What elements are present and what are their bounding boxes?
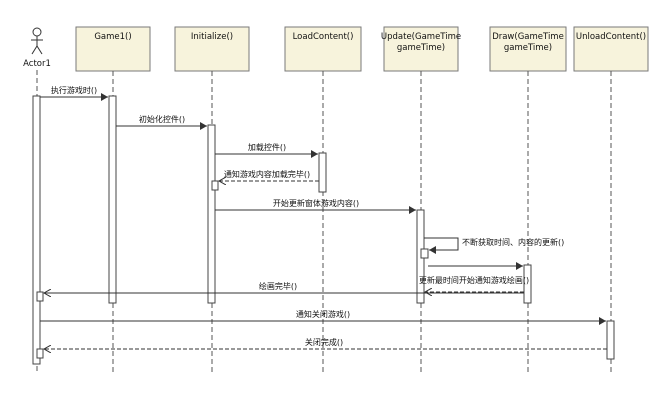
message-content-loaded[interactable]: 通知游戏内容加载完毕() (219, 169, 319, 181)
message-close-done-label: 关闭完成() (305, 337, 343, 347)
lifeline-unloadcontent[interactable]: UnloadContent() (573, 26, 649, 72)
lifeline-loadcontent[interactable]: LoadContent() (284, 26, 362, 72)
message-notify-draw[interactable]: 更新最时间开始通知游戏绘画() (419, 275, 529, 292)
message-init-controls[interactable]: 初始化控件() (116, 114, 207, 130)
lifeline-update-label-line2: gameTime) (397, 43, 445, 53)
update-nested-activation (420, 248, 429, 259)
loadcontent-activation (318, 152, 327, 193)
message-drawing-done[interactable]: 绘画完毕() (44, 281, 524, 293)
lifeline-loadcontent-box (284, 26, 362, 72)
message-self-update-label: 不断获取时间、内容的更新() (462, 237, 564, 247)
lifeline-game1-box (75, 26, 151, 72)
lifeline-initialize-label: Initialize() (191, 32, 233, 42)
message-start-update[interactable]: 开始更新窗体游戏内容() (215, 198, 416, 214)
draw-activation (523, 264, 532, 304)
lifeline-game1[interactable]: Game1() (75, 26, 151, 72)
message-execute-game[interactable]: 执行游戏时() (40, 85, 108, 101)
message-load-controls[interactable]: 加载控件() (215, 142, 318, 158)
actor-nested-activation-2 (36, 348, 44, 359)
lifeline-unloadcontent-label: UnloadContent() (576, 32, 646, 42)
unloadcontent-activation (606, 320, 615, 360)
lifeline-loadcontent-label: LoadContent() (293, 32, 354, 42)
message-load-controls-label: 加载控件() (248, 142, 286, 152)
message-close-game[interactable]: 通知关闭游戏() (40, 309, 606, 325)
initialize-activation (207, 124, 216, 304)
lifeline-draw-label-line2: gameTime) (504, 43, 552, 53)
lifeline-draw-label-line1: Draw(GameTime (492, 32, 564, 42)
message-close-game-label: 通知关闭游戏() (296, 309, 350, 319)
lifeline-update-label-line1: Update(GameTime (381, 32, 461, 42)
lifeline-update[interactable]: Update(GameTime gameTime) (381, 26, 461, 72)
message-self-update[interactable]: 不断获取时间、内容的更新() (424, 237, 564, 254)
message-content-loaded-label: 通知游戏内容加载完毕() (224, 169, 310, 179)
actor-leg-left (31, 45, 38, 55)
message-start-update-label: 开始更新窗体游戏内容() (273, 198, 359, 208)
actor-activation (32, 95, 41, 365)
message-execute-game-label: 执行游戏时() (51, 85, 97, 95)
lifeline-update-box (383, 26, 459, 72)
lifeline-draw-box (489, 26, 567, 72)
message-self-update-arrow (424, 237, 459, 254)
initialize-nested-activation (211, 180, 219, 191)
lifeline-game1-label: Game1() (94, 32, 131, 42)
lifeline-initialize[interactable]: Initialize() (174, 26, 250, 72)
actor-label: Actor1 (23, 59, 51, 69)
message-close-done[interactable]: 关闭完成() (44, 337, 607, 349)
actor-head-icon (32, 27, 42, 37)
message-init-controls-label: 初始化控件() (139, 114, 185, 124)
message-notify-draw-label: 更新最时间开始通知游戏绘画() (419, 275, 529, 285)
message-drawing-done-label: 绘画完毕() (259, 281, 297, 291)
lifeline-initialize-box (174, 26, 250, 72)
actor-figure[interactable]: Actor1 (23, 27, 51, 69)
game1-activation (108, 95, 117, 304)
lifeline-draw[interactable]: Draw(GameTime gameTime) (489, 26, 567, 72)
actor-nested-activation-1 (36, 291, 44, 302)
lifeline-unloadcontent-box (573, 26, 649, 72)
actor-leg-right (36, 45, 43, 55)
